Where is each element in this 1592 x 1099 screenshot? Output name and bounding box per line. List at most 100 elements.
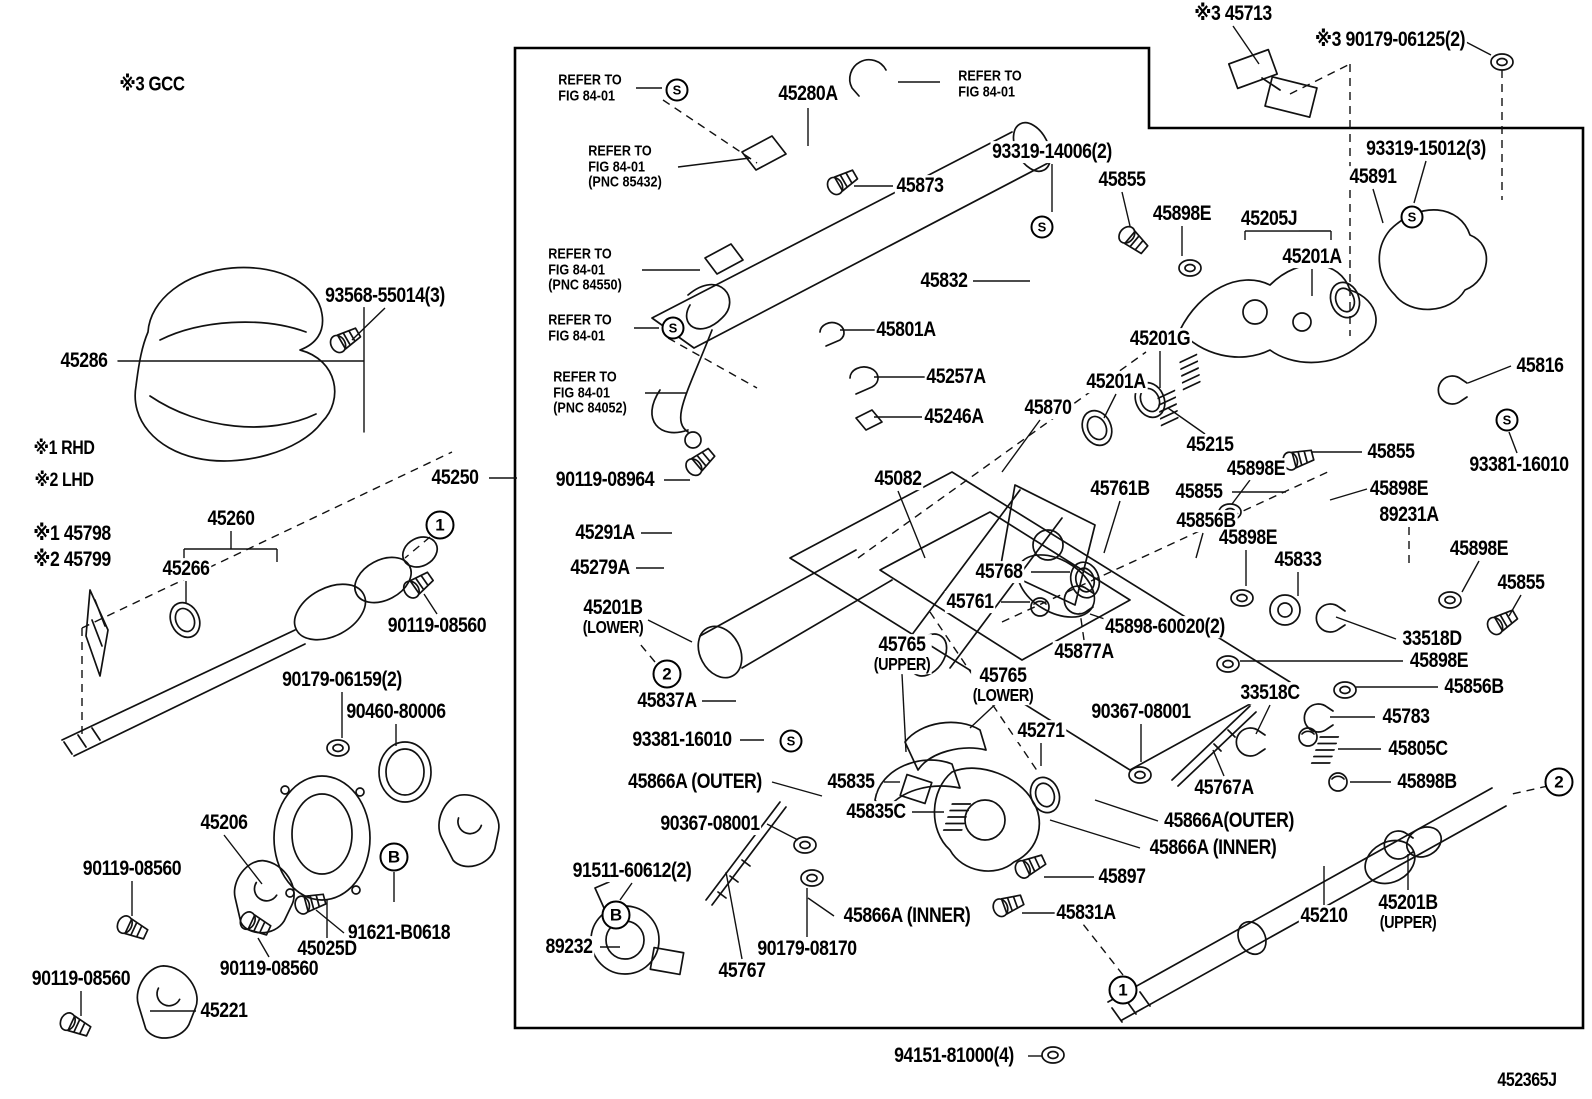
part-label-45801a: 45801A xyxy=(874,318,938,342)
part-label-45783: 45783 xyxy=(1380,705,1432,729)
circled-symbol-s: S xyxy=(779,729,803,753)
part-label-45856b: 45856B xyxy=(1174,509,1238,533)
circled-symbol-b: B xyxy=(601,900,631,930)
part-label-90367-08001: 90367-08001 xyxy=(658,812,762,836)
part-label-45266: 45266 xyxy=(160,557,212,581)
part-label-45866a-inner: 45866A (INNER) xyxy=(1147,836,1279,860)
part-label-45206: 45206 xyxy=(198,811,250,835)
part-label-33518d: 33518D xyxy=(1400,627,1464,651)
part-label-45250: 45250 xyxy=(429,466,481,490)
part-label-45082: 45082 xyxy=(872,467,924,491)
part-label-3-45713: ※3 45713 xyxy=(1192,2,1274,26)
part-label-45898e: 45898E xyxy=(1448,537,1510,561)
part-label-45201b-upper: 45201B(UPPER) xyxy=(1376,891,1440,932)
part-label-45291a: 45291A xyxy=(573,521,637,545)
part-label-45201b-lower: 45201B(LOWER) xyxy=(581,596,645,637)
part-label-91511-60612-2: 91511-60612(2) xyxy=(570,859,694,883)
part-label-45201a: 45201A xyxy=(1084,370,1148,394)
part-label-45210: 45210 xyxy=(1298,904,1350,928)
part-label-93381-16010: 93381-16010 xyxy=(1467,453,1571,477)
part-label-45897: 45897 xyxy=(1096,865,1148,889)
part-label-452365j: 452365J xyxy=(1495,1070,1559,1092)
part-label-45898-60020-2: 45898-60020(2) xyxy=(1103,615,1227,639)
part-label-45221: 45221 xyxy=(198,999,250,1023)
part-label-45257a: 45257A xyxy=(924,365,988,389)
part-label-45816: 45816 xyxy=(1514,354,1566,378)
part-label-2-lhd: ※2 LHD xyxy=(32,470,96,492)
part-label-93319-14006-2: 93319-14006(2) xyxy=(990,140,1114,164)
circled-symbol-s: S xyxy=(1030,215,1054,239)
part-label-45891: 45891 xyxy=(1347,165,1399,189)
part-label-45898b: 45898B xyxy=(1395,770,1459,794)
part-label-45855: 45855 xyxy=(1365,440,1417,464)
part-label-45855: 45855 xyxy=(1173,480,1225,504)
part-label-90119-08560: 90119-08560 xyxy=(386,614,488,638)
part-label-90119-08560: 90119-08560 xyxy=(30,967,132,991)
part-label-45768: 45768 xyxy=(973,560,1025,584)
part-label-45870: 45870 xyxy=(1022,396,1074,420)
part-label-90460-80006: 90460-80006 xyxy=(344,700,448,724)
part-label-45767a: 45767A xyxy=(1192,776,1256,800)
circled-symbol-2: 2 xyxy=(1544,767,1574,797)
part-label-90119-08560: 90119-08560 xyxy=(81,857,183,881)
part-label-45866a-outer: 45866A (OUTER) xyxy=(626,770,764,794)
part-label-90119-08560: 90119-08560 xyxy=(218,957,320,981)
part-label-45835c: 45835C xyxy=(844,800,908,824)
part-label-45761b: 45761B xyxy=(1088,477,1152,501)
part-label-90179-06159-2: 90179-06159(2) xyxy=(280,668,404,692)
part-label-45765-lower: 45765(LOWER) xyxy=(971,664,1035,705)
part-label-45767: 45767 xyxy=(716,959,768,983)
part-label-45856b: 45856B xyxy=(1442,675,1506,699)
part-label-45833: 45833 xyxy=(1272,548,1324,572)
part-label-93381-16010: 93381-16010 xyxy=(630,728,734,752)
part-label-45831a: 45831A xyxy=(1054,901,1118,925)
part-label-45855: 45855 xyxy=(1495,571,1547,595)
part-label-94151-81000-4: 94151-81000(4) xyxy=(892,1044,1016,1068)
circled-symbol-s: S xyxy=(665,78,689,102)
part-label-89231a: 89231A xyxy=(1377,503,1441,527)
part-label-3-90179-06125-2: ※3 90179-06125(2) xyxy=(1313,28,1467,52)
part-label-45855: 45855 xyxy=(1096,168,1148,192)
part-label-45898e: 45898E xyxy=(1225,457,1287,481)
part-label-1-rhd: ※1 RHD xyxy=(31,438,97,460)
part-label-45898e: 45898E xyxy=(1368,477,1430,501)
circled-symbol-s: S xyxy=(1495,408,1519,432)
part-label-45837a: 45837A xyxy=(635,689,699,713)
part-label-45201a: 45201A xyxy=(1280,245,1344,269)
circled-symbol-s: S xyxy=(661,316,685,340)
part-label-45201g: 45201G xyxy=(1128,327,1192,351)
part-label-45832: 45832 xyxy=(918,269,970,293)
part-label-2-45799: ※2 45799 xyxy=(31,548,113,572)
circled-symbol-s: S xyxy=(1400,205,1424,229)
part-label-91621-b0618: 91621-B0618 xyxy=(346,921,452,945)
part-label-45205j: 45205J xyxy=(1239,207,1299,231)
part-label-90179-08170: 90179-08170 xyxy=(755,937,859,961)
part-label-45761: 45761 xyxy=(944,590,996,614)
part-label-45866a-inner: 45866A (INNER) xyxy=(841,904,973,928)
circled-symbol-1: 1 xyxy=(1108,975,1138,1005)
part-label-45286: 45286 xyxy=(58,349,110,373)
part-label-45260: 45260 xyxy=(205,507,257,531)
circled-symbol-2: 2 xyxy=(652,659,682,689)
part-label-45215: 45215 xyxy=(1184,433,1236,457)
part-label-89232: 89232 xyxy=(543,935,595,959)
part-label-45873: 45873 xyxy=(894,174,946,198)
part-label-45805c: 45805C xyxy=(1386,737,1450,761)
part-label-93568-55014-3: 93568-55014(3) xyxy=(323,284,447,308)
part-label-93319-15012-3: 93319-15012(3) xyxy=(1364,137,1488,161)
part-label-45246a: 45246A xyxy=(922,405,986,429)
part-label-45765-upper: 45765(UPPER) xyxy=(872,633,932,674)
part-label-45898e: 45898E xyxy=(1408,649,1470,673)
circled-symbol-b: B xyxy=(379,842,409,872)
part-label-45877a: 45877A xyxy=(1052,640,1116,664)
part-label-90367-08001: 90367-08001 xyxy=(1089,700,1193,724)
part-label-45279a: 45279A xyxy=(568,556,632,580)
part-label-45280a: 45280A xyxy=(776,82,840,106)
